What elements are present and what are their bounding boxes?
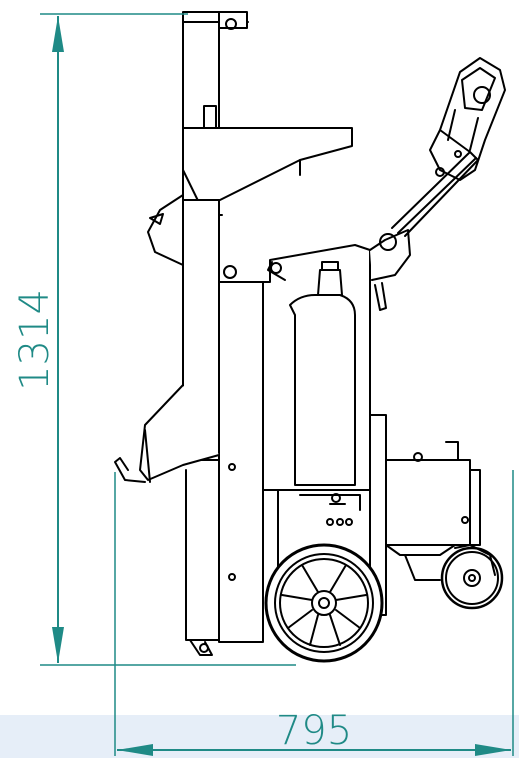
width-arrow-right — [475, 744, 511, 756]
caster-wheel — [440, 544, 504, 610]
tow-handle — [369, 57, 506, 311]
width-value: 795 — [276, 708, 352, 754]
width-dimension: 795 — [114, 470, 514, 756]
tank — [262, 244, 371, 491]
height-dimension: 1314 — [12, 13, 296, 666]
foot — [189, 639, 213, 656]
width-arrow-left — [117, 744, 153, 756]
height-arrow-bottom — [52, 627, 64, 663]
upper-tray — [147, 127, 353, 266]
log-table — [114, 384, 220, 483]
machine-outline — [114, 11, 506, 663]
main-wheel — [264, 543, 384, 663]
mast — [182, 11, 249, 173]
height-value: 1314 — [12, 289, 58, 391]
height-arrow-top — [52, 16, 64, 52]
